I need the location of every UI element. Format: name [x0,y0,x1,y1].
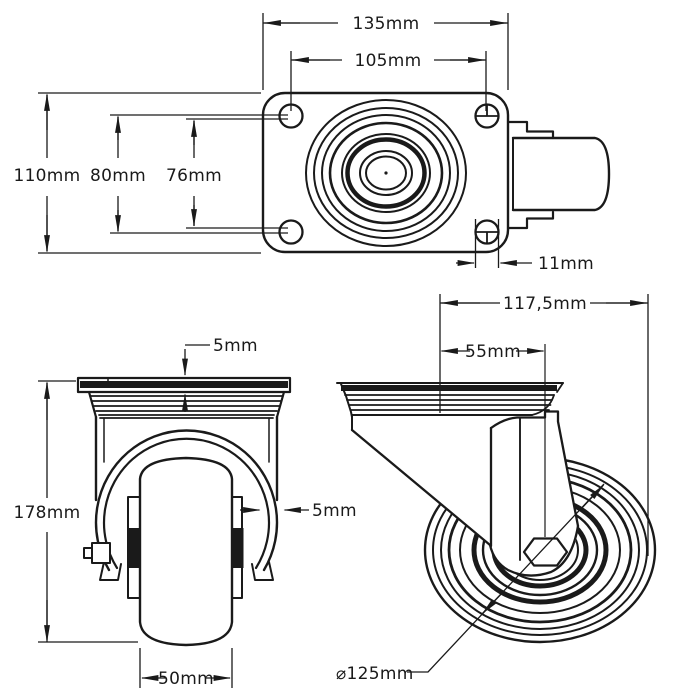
dim-label-overall-width: 135mm [352,14,419,34]
front-view: 5mm 178mm 5mm 50mm [13,336,356,689]
axle-hex-nut [522,537,569,567]
wheel-top-view [506,120,611,230]
top-plate-outline [261,91,510,254]
side-plate [336,382,564,431]
fork-side-view [350,410,580,577]
front-plate [76,376,292,394]
dim-label-wheel-diameter: ⌀125mm [336,664,414,684]
kingpin-center-mark [384,171,388,175]
dim-label-plate-thickness: 5mm [213,336,258,356]
top-view: 135mm 105mm 110mm 80mm 76mm 11mm [13,13,611,274]
axle-bolt [83,542,111,564]
fork-foot-right [251,561,274,581]
dim-label-hole-spacing-l: 80mm [90,166,146,186]
side-view-dimensions [407,294,649,673]
swivel-rings-top [305,99,467,247]
dim-label-wheel-width: 50mm [158,669,214,689]
dim-label-overall-length: 117,5mm [503,294,587,314]
dim-label-hole-spacing-l2: 76mm [166,166,222,186]
dim-label-hole-spacing-w: 105mm [354,51,421,71]
dim-label-plate-length: 110mm [13,166,80,186]
dim-label-hole-diameter: 11mm [538,254,594,274]
wheel-front-view [138,456,234,647]
dim-label-swivel-offset: 55mm [465,342,521,362]
side-view: 117,5mm 55mm ⌀125mm [336,294,657,684]
top-view-dimensions [38,13,532,268]
yoke-arcs [94,429,279,572]
hub-blocks [127,496,244,599]
dim-label-fork-thickness: 5mm [312,501,357,521]
dim-label-overall-height: 178mm [13,503,80,523]
front-view-dimensions [38,344,309,688]
fork-foot-left [99,561,122,581]
